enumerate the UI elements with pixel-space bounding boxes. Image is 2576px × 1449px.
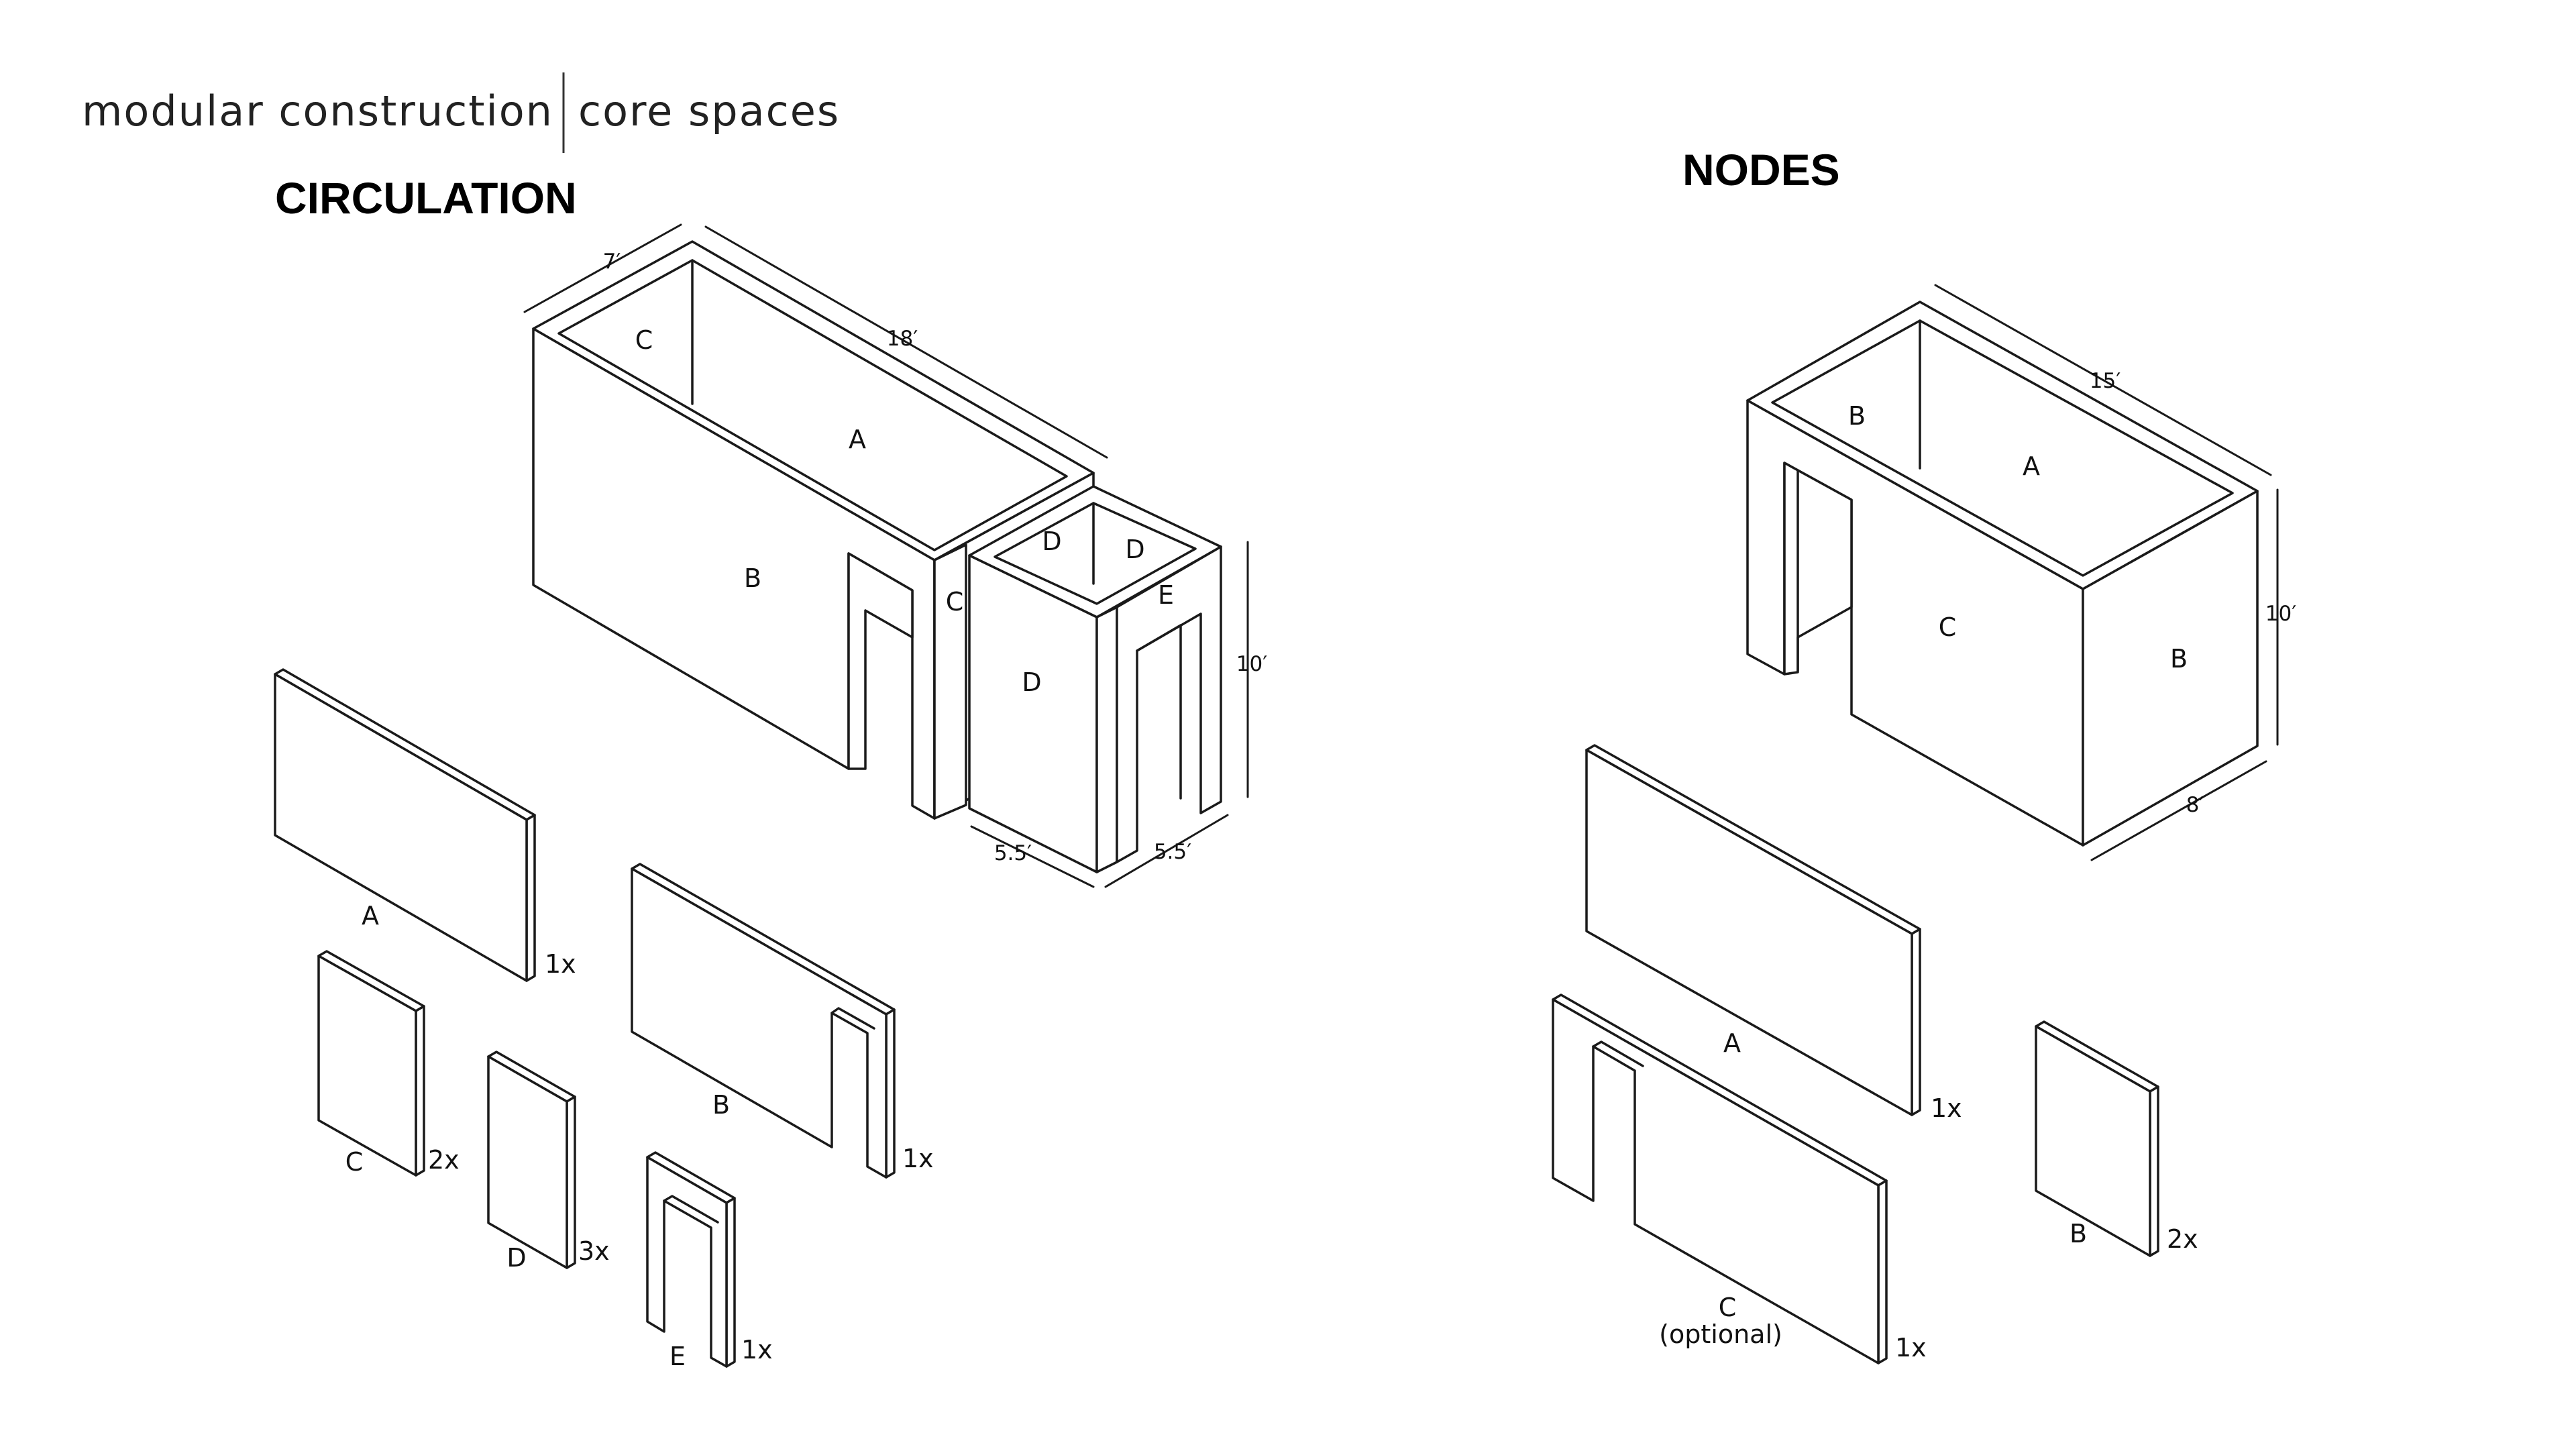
- part-a-side-edge: [525, 814, 536, 982]
- label-a-top: A: [849, 425, 866, 454]
- label-d-rim-2: D: [1125, 535, 1144, 564]
- part-b-door-head: [830, 1007, 875, 1030]
- part-e-letter: E: [669, 1342, 686, 1371]
- part-d-letter: D: [506, 1243, 526, 1273]
- dim-line-width: [523, 223, 682, 313]
- dim-length: 18′: [887, 327, 918, 351]
- part-c-count: 2x: [428, 1145, 460, 1175]
- node-wall-c-door-jamb: [1783, 462, 1853, 676]
- label-d-rim-1: D: [1042, 527, 1061, 556]
- node-part-a-letter: A: [1723, 1028, 1741, 1058]
- node-part-c-face: [1552, 998, 1880, 1364]
- label-e: E: [1158, 580, 1174, 610]
- part-c-side-edge: [415, 1005, 425, 1177]
- part-e-opening-head: [663, 1195, 719, 1224]
- node-part-c-letter: C: [1719, 1293, 1737, 1322]
- circulation-assembly: 7′ 18′ 10′ 5.5′ 5.5′ C A B C D D E D: [523, 223, 1268, 888]
- main-box-opening: [557, 259, 1068, 551]
- label-d-front: D: [1022, 667, 1041, 697]
- wall-c-end-edge: [933, 543, 967, 820]
- node-part-b: B 2x: [2035, 1020, 2198, 1257]
- node-part-b-face: [2035, 1025, 2151, 1257]
- part-b-side-edge: [885, 1008, 896, 1179]
- node-part-a-count: 1x: [1931, 1093, 1962, 1123]
- nodes-parts: A 1x B 2x C (optional) 1x: [1552, 744, 2198, 1364]
- part-b-count: 1x: [902, 1144, 934, 1173]
- title-sub: core spaces: [578, 87, 840, 136]
- node-part-b-letter: B: [2070, 1219, 2087, 1248]
- part-b-letter: B: [712, 1090, 730, 1120]
- dim-width: 7′: [603, 250, 621, 274]
- nodes-heading: NODES: [1682, 145, 1840, 195]
- wall-d-edge: [1095, 606, 1118, 873]
- node-part-a: A 1x: [1585, 744, 1962, 1123]
- annex-opening: [994, 502, 1197, 605]
- title-main: modular construction: [82, 87, 553, 136]
- part-e: E 1x: [646, 1151, 773, 1371]
- node-box-opening: [1771, 319, 2234, 577]
- node-dim-width: 8′: [2186, 793, 2204, 817]
- part-d-side-edge: [566, 1095, 576, 1269]
- node-part-c: C (optional) 1x: [1552, 994, 1927, 1364]
- dim-annex-a: 5.5′: [994, 841, 1032, 865]
- part-c-letter: C: [345, 1147, 364, 1177]
- node-part-a-face: [1585, 749, 1913, 1116]
- node-dim-height: 10′: [2265, 602, 2297, 626]
- wall-e-door-face: [1116, 545, 1222, 863]
- label-b-front: B: [744, 564, 761, 593]
- node-part-a-side-edge: [1911, 928, 1921, 1116]
- node-label-c-front: C: [1939, 612, 1957, 642]
- part-d-face: [487, 1055, 568, 1269]
- part-c: C 2x: [317, 950, 460, 1177]
- part-c-face: [317, 955, 417, 1177]
- label-c-top: C: [635, 325, 653, 355]
- wall-e-door-reveal: [1136, 624, 1182, 800]
- node-dim-line-length: [1934, 284, 2272, 476]
- node-label-b-top: B: [1848, 401, 1866, 431]
- node-wall-b-side: [2082, 490, 2259, 847]
- part-a: A 1x: [274, 668, 576, 982]
- dim-annex-b: 5.5′: [1154, 840, 1191, 864]
- part-d: D 3x: [487, 1051, 610, 1273]
- part-e-count: 1x: [741, 1335, 773, 1364]
- dim-height: 10′: [1236, 652, 1268, 676]
- node-part-b-side-edge: [2149, 1085, 2159, 1257]
- part-b-face: [631, 867, 888, 1179]
- circulation-parts: A 1x C 2x D 3x B 1x: [274, 668, 934, 1371]
- part-e-side-edge: [725, 1197, 736, 1368]
- nodes-assembly: 15′ 10′ 8′ B A C B: [1746, 284, 2297, 861]
- dim-line-length: [704, 225, 1108, 459]
- part-d-count: 3x: [578, 1236, 610, 1266]
- node-label-b-side: B: [2170, 644, 2188, 674]
- node-dim-line-width: [2090, 760, 2267, 861]
- part-a-face: [274, 673, 528, 982]
- page-title: modular construction core spaces: [82, 72, 840, 153]
- node-label-a-top: A: [2023, 451, 2040, 481]
- node-part-c-note: (optional): [1659, 1320, 1782, 1349]
- node-part-b-count: 2x: [2167, 1224, 2198, 1254]
- node-part-c-count: 1x: [1895, 1333, 1927, 1362]
- circulation-heading: CIRCULATION: [275, 173, 577, 223]
- dim-line-annex-b: [1104, 814, 1229, 888]
- part-e-face: [646, 1156, 728, 1368]
- part-a-count: 1x: [545, 949, 576, 979]
- node-dim-length: 15′: [2090, 369, 2121, 393]
- node-part-c-side-edge: [1877, 1179, 1888, 1364]
- label-c-end: C: [946, 587, 964, 616]
- wall-b-door-jamb: [847, 552, 914, 770]
- node-part-c-door-head: [1592, 1040, 1644, 1067]
- part-a-letter: A: [362, 901, 379, 930]
- dim-line-annex-a: [970, 825, 1095, 888]
- part-b: B 1x: [631, 863, 934, 1179]
